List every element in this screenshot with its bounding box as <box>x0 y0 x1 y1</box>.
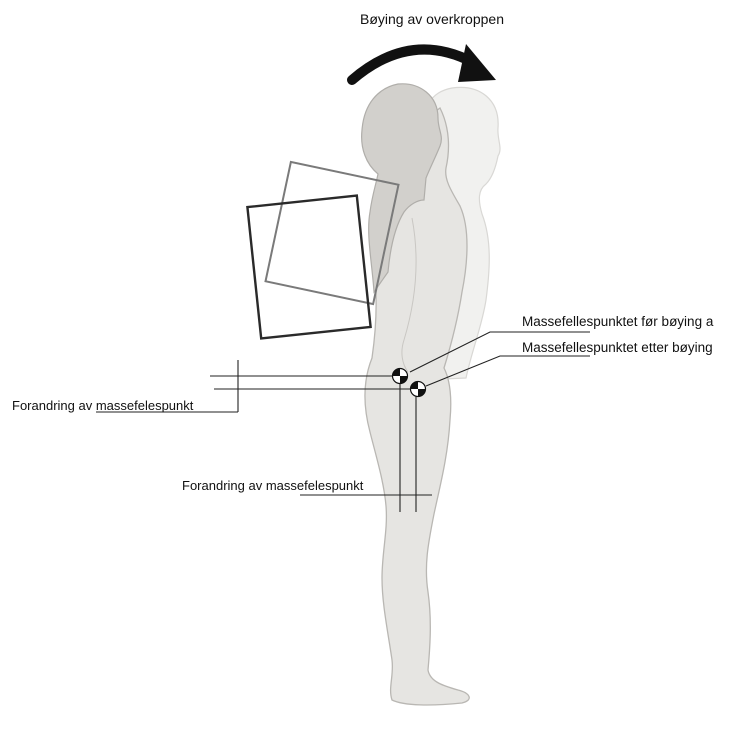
shift-label-horizontal: Forandring av massefelespunkt <box>12 398 194 413</box>
label-com-after: Massefellespunktet etter bøying <box>522 340 713 355</box>
curved-arrow-icon <box>352 44 496 82</box>
label-com-before: Massefellespunktet før bøying a <box>522 314 714 329</box>
diagram-title: Bøying av overkroppen <box>360 11 504 27</box>
backpack-bent <box>247 196 370 339</box>
shift-label-vertical: Forandring av massefelespunkt <box>182 478 364 493</box>
center-of-mass-icon <box>411 382 426 397</box>
center-of-mass-icon <box>393 369 408 384</box>
